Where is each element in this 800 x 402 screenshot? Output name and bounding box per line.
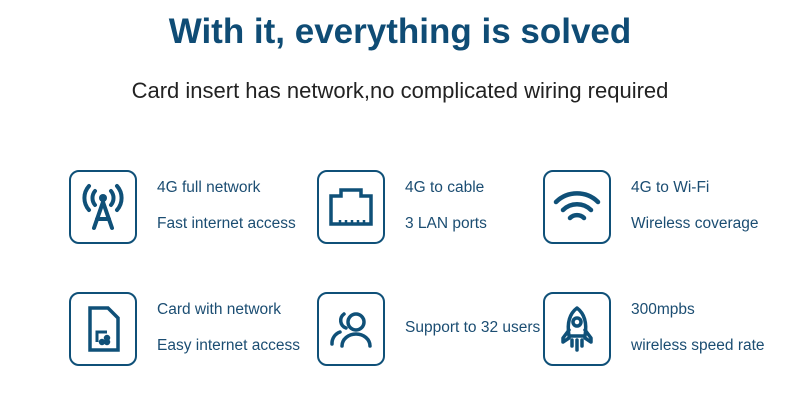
feature-desc: Easy internet access bbox=[157, 337, 301, 354]
feature-desc: wireless speed rate bbox=[631, 337, 765, 354]
ethernet-port-icon bbox=[317, 170, 385, 244]
feature-title: 300mpbs bbox=[631, 301, 695, 318]
feature-users: Support to 32 users bbox=[317, 292, 557, 368]
wifi-icon bbox=[543, 170, 611, 244]
feature-card-network: Card with network Easy internet access bbox=[69, 292, 309, 368]
feature-title: 4G full network bbox=[157, 179, 261, 196]
page-title: With it, everything is solved bbox=[168, 12, 632, 51]
feature-4g-network: 4G full network Fast internet access bbox=[69, 170, 309, 246]
feature-title: 4G to cable bbox=[405, 179, 485, 196]
feature-title: Support to 32 users bbox=[405, 319, 541, 336]
sim-card-icon bbox=[69, 292, 137, 366]
feature-desc: Fast internet access bbox=[157, 215, 296, 232]
feature-4g-wifi: 4G to Wi-Fi Wireless coverage bbox=[543, 170, 783, 246]
page-subtitle: Card insert has network,no complicated w… bbox=[131, 78, 669, 103]
feature-desc: Wireless coverage bbox=[631, 215, 759, 232]
rocket-icon bbox=[543, 292, 611, 366]
users-icon bbox=[317, 292, 385, 366]
feature-title: Card with network bbox=[157, 301, 282, 318]
cell-tower-icon bbox=[69, 170, 137, 244]
feature-4g-cable: 4G to cable 3 LAN ports bbox=[317, 170, 557, 246]
feature-desc: 3 LAN ports bbox=[405, 215, 487, 232]
feature-speed: 300mpbs wireless speed rate bbox=[543, 292, 783, 368]
feature-title: 4G to Wi-Fi bbox=[631, 179, 710, 196]
